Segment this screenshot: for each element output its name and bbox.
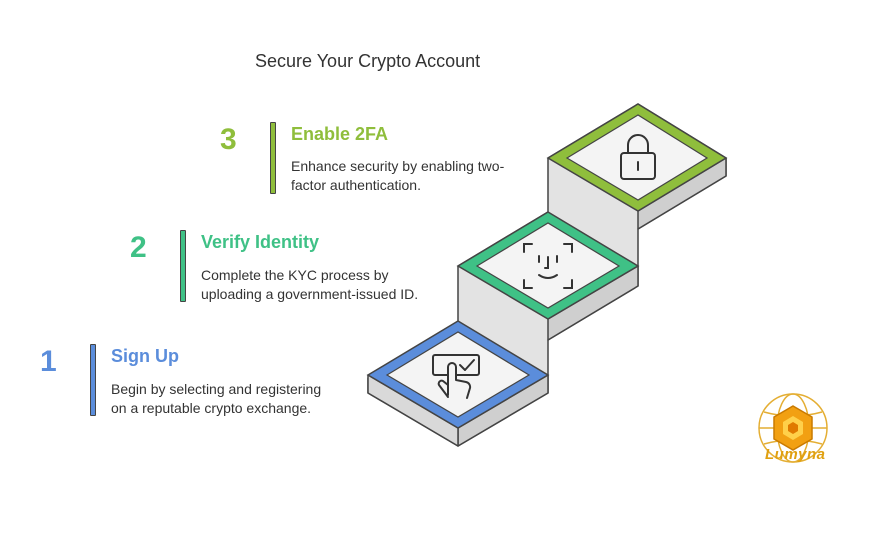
step-3-title: Enable 2FA [291, 124, 389, 144]
step-1-bar [90, 344, 96, 416]
touch-checkbox-icon [432, 354, 480, 399]
step-3-description: Enhance security by enabling two- factor… [291, 157, 504, 195]
step-1-number: 1 [40, 345, 57, 378]
hexagon-globe-icon [758, 393, 828, 463]
step-3-description-line-2: factor authentication. [291, 177, 421, 193]
step-3-number: 3 [220, 123, 237, 156]
face-scan-icon [523, 243, 573, 289]
step-2-description-line-1: Complete the KYC process by [201, 267, 389, 283]
step-3-description-line-1: Enhance security by enabling two- [291, 158, 505, 174]
step-2-bar [180, 230, 186, 302]
step-1-description-line-1: Begin by selecting and registering [111, 381, 322, 397]
padlock-icon [620, 134, 656, 180]
step-2-number: 2 [130, 231, 147, 264]
step-2-title: Verify Identity [201, 232, 320, 252]
platform-3 [546, 103, 728, 212]
step-2-description-line-2: uploading a government-issued ID. [201, 286, 419, 302]
step-2-description: Complete the KYC process by uploading a … [201, 266, 418, 304]
logo-text: Lumyna [765, 446, 826, 463]
step-3-bar [270, 122, 276, 194]
step-1-description: Begin by selecting and registering on a … [111, 380, 321, 418]
diagram-title: Secure Your Crypto Account [255, 51, 481, 71]
step-1-description-line-2: on a reputable crypto exchange. [111, 400, 312, 416]
step-1-title: Sign Up [111, 346, 179, 366]
